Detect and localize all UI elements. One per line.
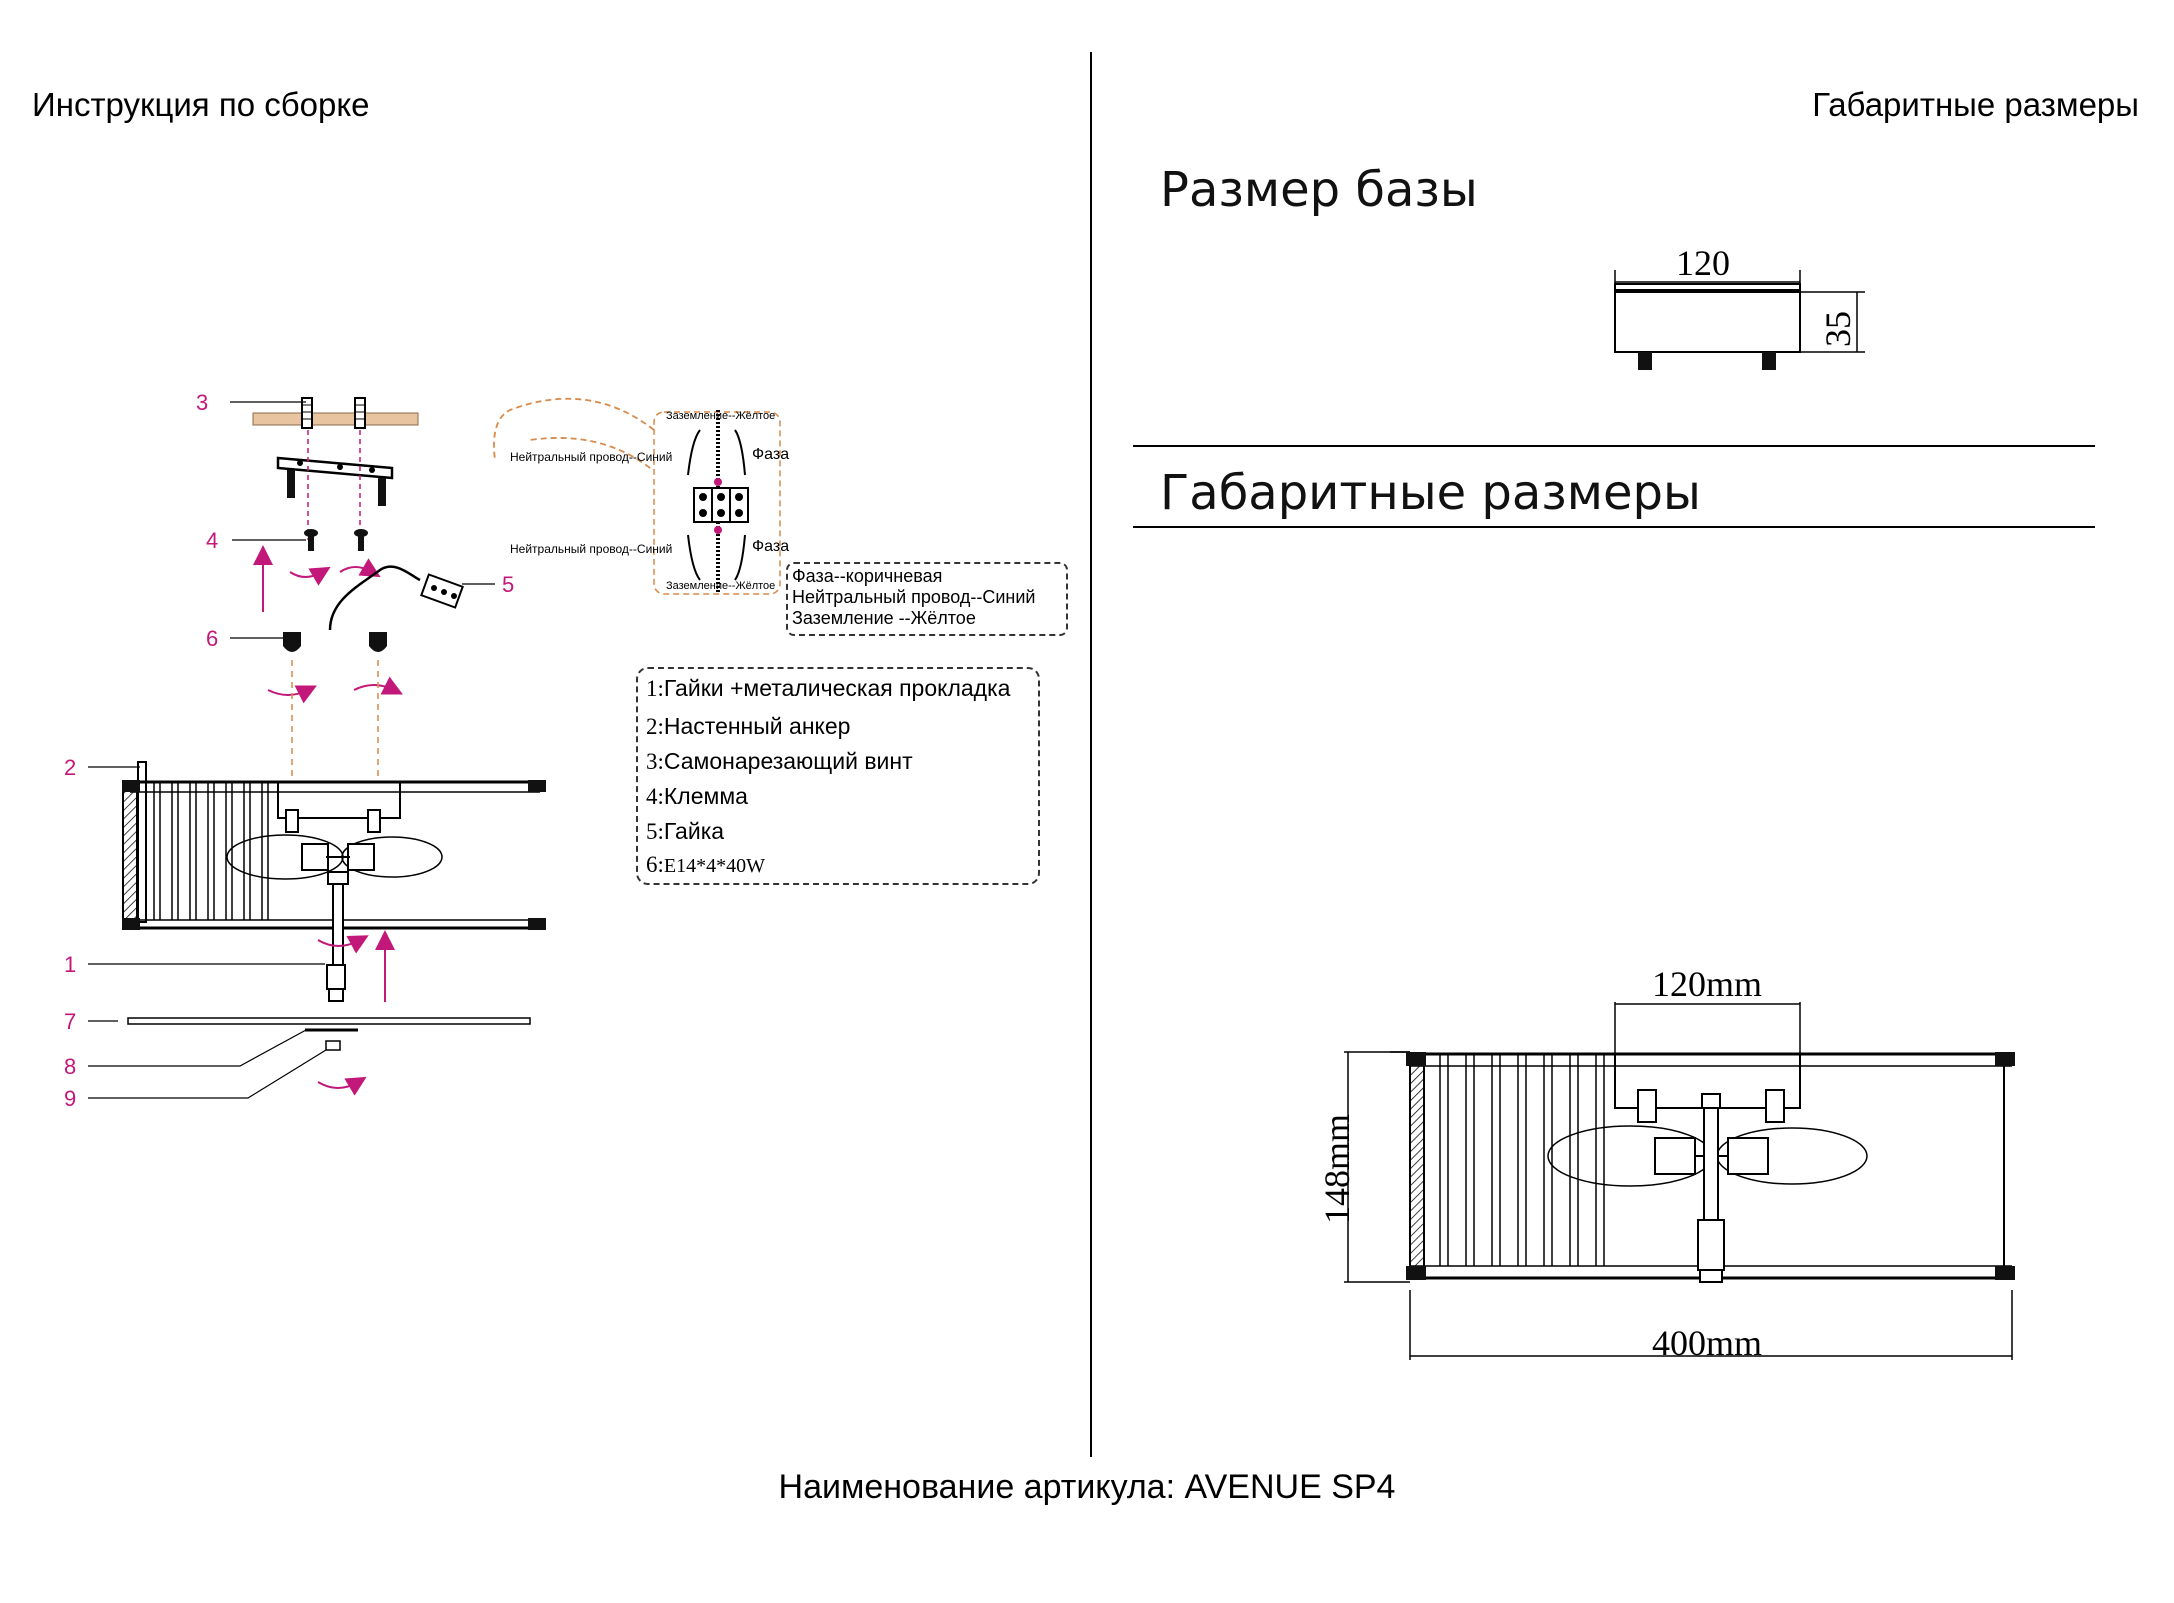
legend-item-4: 4:Клемма	[646, 783, 748, 809]
callout-6: 6	[206, 626, 219, 651]
rule-top	[1133, 445, 2095, 447]
legend-item-2: 2:Настенный анкер	[646, 713, 851, 739]
supply-wire	[328, 565, 421, 631]
ground-label-bottom: Заземление--Жёлтое	[666, 580, 776, 592]
screw-right	[354, 529, 368, 551]
callout-8: 8	[64, 1054, 77, 1079]
overall-dimensions-title: Габаритные размеры	[1160, 465, 1701, 521]
phase-label-top: Фаза	[752, 446, 790, 463]
neutral-label-bottom: Нейтральный провод--Синий	[510, 542, 673, 556]
wire-color-legend: Фаза--коричневая Нейтральный провод--Син…	[786, 562, 1068, 636]
dim-top-120mm: 120mm	[1652, 964, 1763, 1004]
callout-7: 7	[64, 1009, 77, 1034]
terminal-connector	[420, 573, 464, 609]
callout-1: 1	[64, 952, 77, 977]
phase-label-bottom: Фаза	[752, 538, 790, 555]
assembly-title: Инструкция по сборке	[32, 86, 370, 123]
wire-legend-ground: Заземление --Жёлтое	[792, 608, 976, 628]
ceiling-surface	[252, 412, 419, 426]
dimensions-title: Габаритные размеры	[1812, 86, 2139, 123]
rule-bottom	[1133, 526, 2095, 528]
page-divider	[1090, 52, 1092, 1457]
callout-4: 4	[206, 528, 219, 553]
callout-2: 2	[64, 755, 77, 780]
lamp-body-assembly	[122, 761, 546, 975]
anchor-right	[354, 397, 366, 429]
parts-legend: 1:Гайки +металическая прокладка 2:Настен…	[636, 667, 1040, 885]
wiring-schematic	[493, 397, 781, 595]
neutral-label-top: Нейтральный провод--Синий	[510, 450, 673, 464]
cap-right	[369, 632, 387, 652]
cap-left	[283, 632, 301, 652]
legend-item-6: 6:E14*4*40W	[646, 852, 765, 877]
mounting-bar	[276, 456, 394, 506]
legend-item-3: 3:Самонарезающий винт	[646, 748, 913, 774]
overall-dimensions-drawing	[1344, 1002, 2015, 1360]
callout-9: 9	[64, 1086, 77, 1111]
nut-with-washer	[326, 964, 346, 1002]
base-size-title: Размер базы	[1160, 162, 1478, 218]
legend-item-5: 5:Гайка	[646, 818, 725, 844]
anchor-left	[301, 397, 313, 429]
wire-legend-neutral: Нейтральный провод--Синий	[792, 587, 1036, 607]
wire-legend-phase: Фаза--коричневая	[792, 566, 943, 586]
callout-5: 5	[502, 572, 515, 597]
callout-3: 3	[196, 390, 209, 415]
screw-left	[304, 529, 318, 551]
base-width-value: 120	[1676, 243, 1730, 283]
ground-label-top: Заземление--Жёлтое	[666, 410, 776, 422]
base-size-drawing	[1614, 270, 1865, 370]
glass-plate	[127, 1017, 531, 1025]
legend-item-1: 1:Гайки +металическая прокладка	[646, 675, 1011, 701]
assembly-diagram	[88, 397, 781, 1099]
article-name: Наименование артикула: AVENUE SP4	[778, 1468, 1396, 1506]
